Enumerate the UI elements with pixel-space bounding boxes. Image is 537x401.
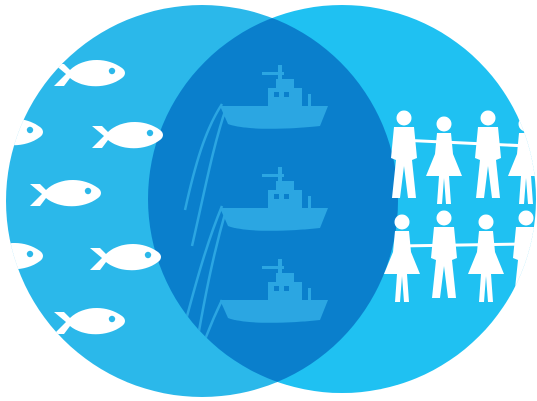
people-row-bottom [384, 210, 536, 302]
overlap-fisheries [148, 5, 398, 393]
people-group [384, 110, 536, 302]
people-row-top [391, 110, 536, 204]
